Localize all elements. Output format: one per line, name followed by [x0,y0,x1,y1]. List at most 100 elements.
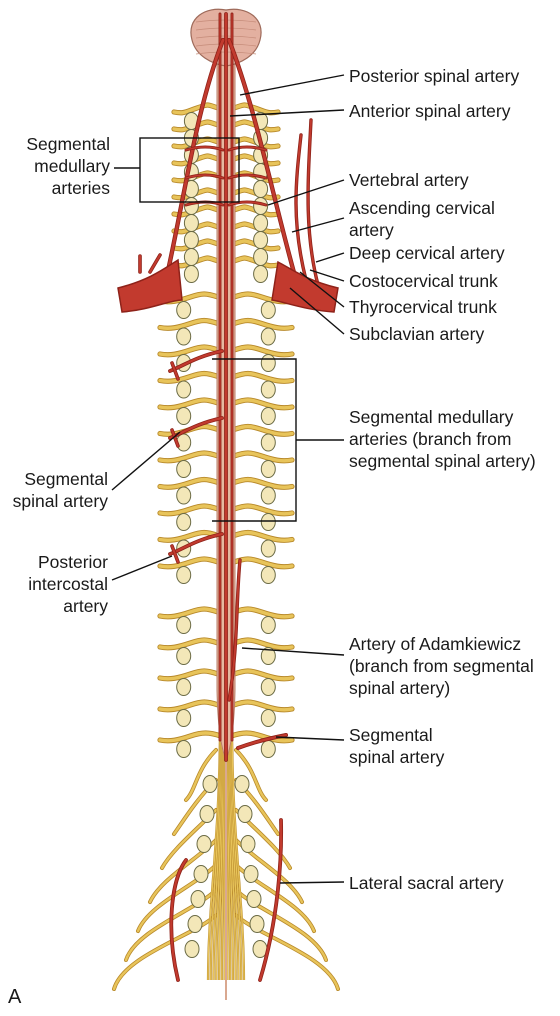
segmental-medullary-artery [228,174,267,179]
sacral-foramen-ganglion [187,915,203,933]
spinal-nerve [231,700,294,712]
label-line: Segmental medullary [349,407,514,427]
sacral-nerve [184,748,218,802]
spinal-nerve [232,398,294,410]
label-line: spinal artery [349,747,445,767]
subclavian-artery-left [117,258,183,313]
spinal-nerve [158,557,220,569]
dorsal-root-ganglion [260,678,276,696]
label-costocervical-trunk: Costocervical trunk [349,271,498,291]
sacral-nerve [234,748,268,802]
spinal-nerve [158,731,223,743]
dorsal-root-ganglion [260,460,276,478]
dorsal-root-ganglion [260,539,276,558]
label-line: intercostal [28,574,108,594]
spinal-nerve [232,103,280,115]
leader-segmental-spinal-artery-left [111,431,181,491]
segmental-spinal-artery-branch [171,362,179,380]
label-line: spinal artery) [349,678,451,698]
spinal-nerve [229,731,294,743]
leader-ascending-cervical-artery [291,217,345,233]
dorsal-root-ganglion [176,486,192,505]
spinal-nerve [232,451,294,463]
posterior-spinal-artery [231,13,234,741]
dorsal-root-ganglion [176,566,192,584]
spinal-nerve [232,530,294,542]
label-segmental-medullary-arteries-lower: Segmental medullary arteries (branch fro… [349,406,536,472]
dorsal-root-ganglion [183,265,199,283]
dorsal-root-ganglion [253,231,269,249]
segmental-spinal-artery-right [236,733,288,750]
leader-costocervical-trunk [309,269,345,282]
sacral-foramen-ganglion [202,775,218,793]
spinal-nerve [232,504,294,516]
segmental-medullary-artery [185,174,224,179]
leader-deep-cervical-artery [315,252,345,263]
label-line: (branch from segmental [349,656,534,676]
figure-letter: A [8,986,22,1008]
label-line: Posterior [37,552,108,572]
dorsal-root-ganglion [260,433,276,452]
dorsal-root-ganglion [260,486,276,505]
dorsal-root-ganglion [176,513,192,531]
dorsal-root-ganglion [260,740,276,758]
dorsal-root-ganglion [253,248,269,266]
leader-thyrocervical-trunk [299,271,345,308]
label-line: Artery of Adamkiewicz [349,634,522,654]
leader-vertebral-artery [267,179,345,206]
posterior-intercostal-artery-branch [171,545,179,563]
spinal-nerve [158,398,220,410]
dorsal-root-ganglion [176,380,192,399]
spinal-nerve [172,103,220,115]
spinal-nerve [232,669,294,681]
sacral-foramen-ganglion [240,835,256,853]
dorsal-root-ganglion [260,513,276,531]
dorsal-root-ganglion [176,327,192,346]
dorsal-root-ganglion [260,647,276,665]
leader-subclavian-artery [289,287,345,335]
posterior-spinal-artery [218,13,221,741]
sacral-foramen-ganglion [196,835,212,853]
sacral-nerve [124,888,218,962]
label-artery-of-adamkiewicz: Artery of Adamkiewicz (branch from segme… [349,633,534,699]
dorsal-root-ganglion [253,214,269,232]
label-line: medullary [34,156,110,176]
dorsal-root-ganglion [176,460,192,478]
spinal-nerve [232,557,294,569]
spinal-nerve [158,451,220,463]
segmental-medullary-artery [185,146,224,151]
leader-lateral-sacral-artery [279,881,345,884]
leader-lines [111,74,345,884]
dorsal-root-ganglion [260,380,276,399]
spinal-nerve [158,669,220,681]
dorsal-root-ganglion [260,566,276,584]
spinal-nerve [232,638,294,650]
lateral-sacral-artery-right [258,818,283,982]
label-posterior-intercostal-artery: Posterior intercostal artery [0,551,108,617]
spinal-nerve [158,345,220,357]
label-segmental-medullary-arteries-upper: Segmental medullary arteries [0,133,110,199]
sacral-foramen-ganglion [184,940,200,958]
label-line: segmental spinal artery) [349,451,536,471]
label-anterior-spinal-artery: Anterior spinal artery [349,101,511,121]
dorsal-root-ganglion [183,214,199,232]
label-segmental-spinal-artery-left: Segmental spinal artery [0,468,108,512]
vertebral-artery-right [227,38,298,282]
sacral-foramen-ganglion [249,915,265,933]
sacral-foramen-ganglion [246,890,262,908]
label-lateral-sacral-artery: Lateral sacral artery [349,873,504,893]
spinal-nerve [158,607,220,619]
bracket-segmental-medullary-upper [139,137,240,203]
segmental-medullary-artery [228,146,267,151]
spinal-nerve [158,504,220,516]
label-deep-cervical-artery: Deep cervical artery [349,243,505,263]
dorsal-root-ganglion [176,301,192,319]
sacral-nerve [112,913,218,991]
dorsal-root-ganglion [176,407,192,425]
label-line: Segmental [24,469,108,489]
leader-posterior-spinal-artery [239,74,345,96]
dorsal-root-ganglion [260,709,276,727]
sacral-foramen-ganglion [237,805,253,823]
lateral-sacral-artery-left [170,858,188,982]
